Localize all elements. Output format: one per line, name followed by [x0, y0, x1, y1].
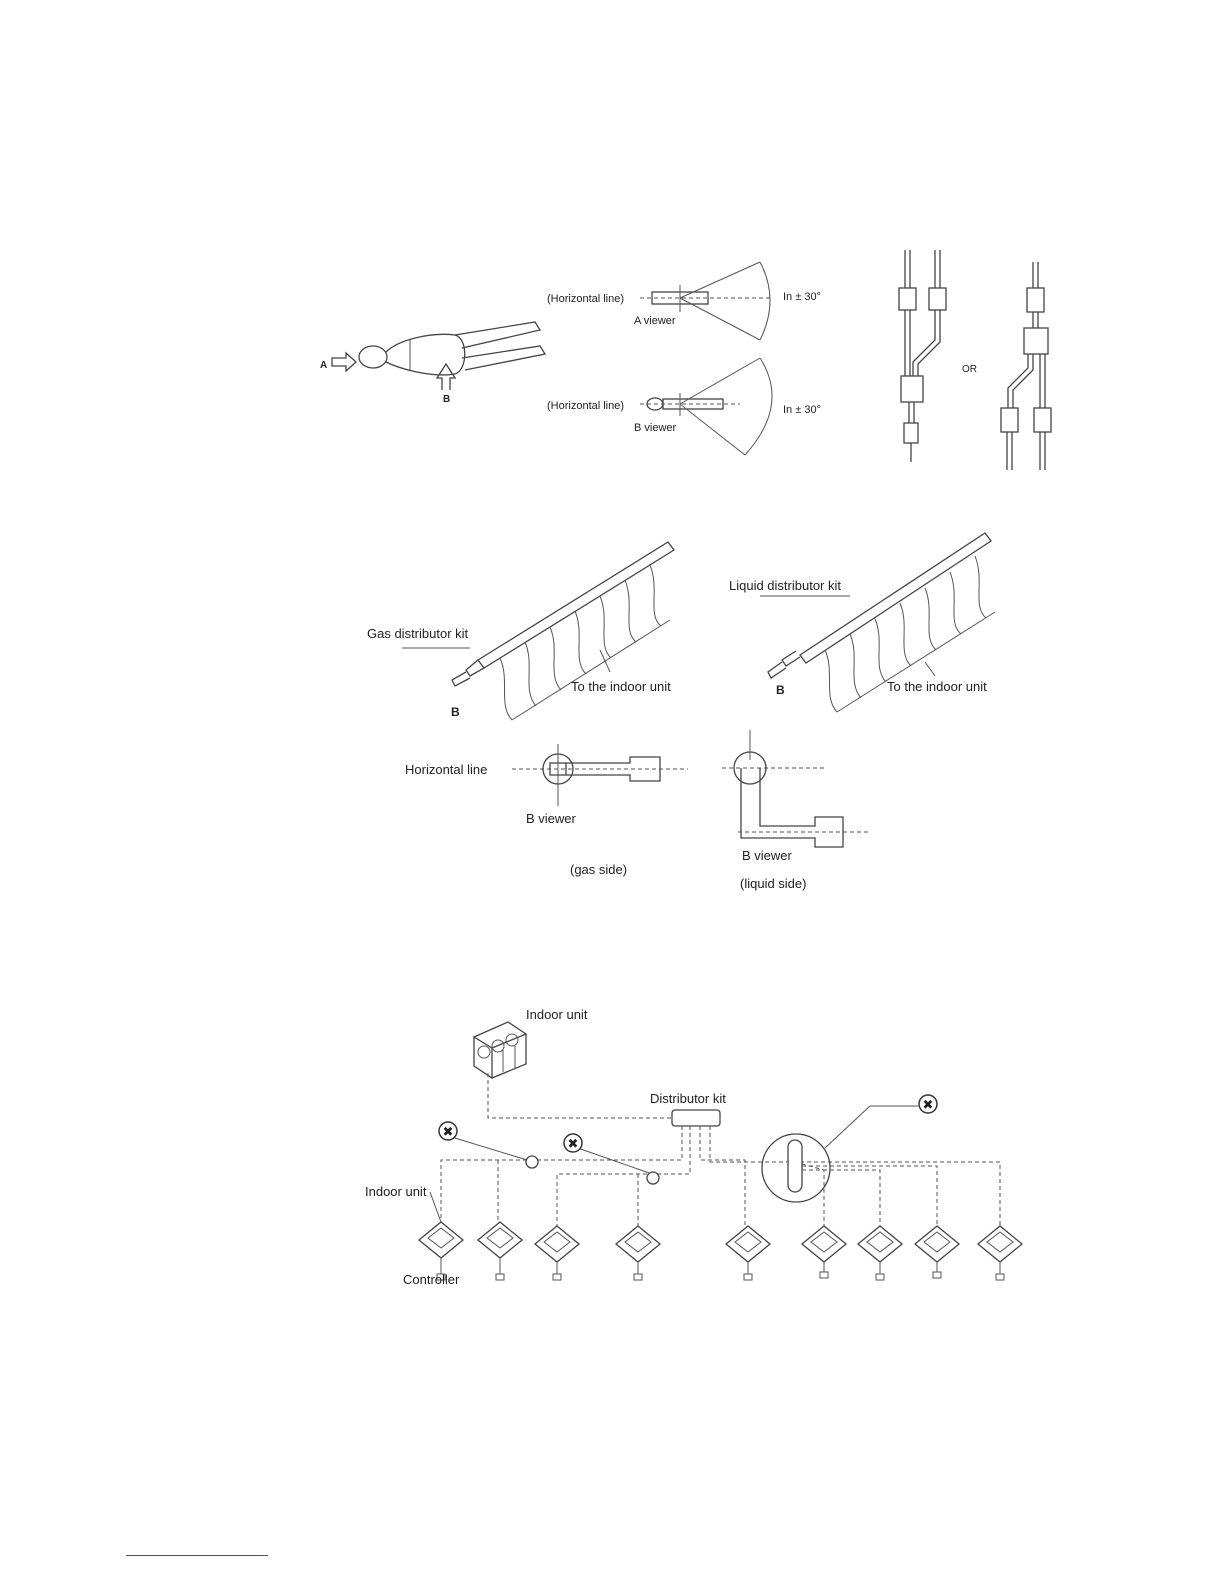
cassette-unit [616, 1226, 660, 1280]
gas-kit-inlet-arrow-icon [452, 672, 470, 686]
distributor-kit: Distributor kit [488, 1073, 726, 1126]
svg-text:✖: ✖ [443, 1124, 454, 1139]
gas-b-viewer-label: B viewer [526, 811, 577, 826]
liquid-b-viewer-label: B viewer [742, 848, 793, 863]
svg-text:✖: ✖ [568, 1136, 579, 1151]
a-horizontal-line-label: (Horizontal line) [547, 293, 624, 305]
figure-2-distributor-kits: Gas distributor kit To the indoor unit B… [367, 533, 995, 891]
cassette-unit [858, 1226, 902, 1280]
gas-distributor-kit: Gas distributor kit To the indoor unit B [367, 542, 674, 720]
label-b: B [443, 394, 450, 405]
cassette-unit [802, 1226, 846, 1278]
gas-side-b-viewer: Horizontal line B viewer (gas side) [405, 744, 688, 877]
vertical-branch-option-1 [899, 250, 946, 462]
b-viewer-view: (Horizontal line) B viewer In ± 30° [547, 358, 821, 455]
prohibited-icon: ✖ [919, 1095, 937, 1113]
cassette-unit [726, 1226, 770, 1280]
arrow-b-icon [437, 364, 455, 390]
gas-label-b: B [451, 705, 460, 719]
cassette-unit [478, 1222, 522, 1280]
b-viewer-label: B viewer [634, 422, 677, 434]
indoor-unit-block: Indoor unit [474, 1007, 588, 1078]
cassette-unit [535, 1226, 579, 1280]
a-angle-label: In ± 30° [783, 291, 821, 303]
a-viewer-view: (Horizontal line) A viewer In ± 30° [547, 262, 821, 340]
header-branch [762, 1134, 830, 1202]
cassette-unit [978, 1226, 1022, 1280]
liquid-side-label: (liquid side) [740, 876, 806, 891]
gas-side-label: (gas side) [570, 862, 627, 877]
b-angle-label: In ± 30° [783, 404, 821, 416]
liquid-to-indoor-label: To the indoor unit [887, 679, 987, 694]
svg-text:✖: ✖ [923, 1097, 934, 1112]
arrow-a-icon [332, 353, 356, 371]
liquid-label-b: B [776, 683, 785, 697]
gas-horizontal-line-label: Horizontal line [405, 762, 487, 777]
gas-kit-label: Gas distributor kit [367, 626, 469, 641]
gas-to-indoor-label: To the indoor unit [571, 679, 671, 694]
figure-1-branch-angle: A B (Horizontal line) A viewer In ± 30° … [320, 250, 1051, 470]
liquid-kit-inlet-arrow-icon [768, 662, 786, 678]
b-horizontal-line-label: (Horizontal line) [547, 400, 624, 412]
branch-pipe-perspective: A B [320, 322, 545, 405]
indoor-unit-left-label: Indoor unit [365, 1184, 427, 1199]
cassette-unit [915, 1226, 959, 1278]
label-a: A [320, 360, 327, 371]
controller-label: Controller [403, 1272, 460, 1287]
or-label: OR [962, 364, 977, 375]
liquid-side-b-viewer: B viewer (liquid side) [722, 730, 870, 891]
distributor-kit-label: Distributor kit [650, 1091, 726, 1106]
liquid-distributor-kit: Liquid distributor kit To the indoor uni… [729, 533, 995, 712]
figure-3-system-layout: Indoor unit Distributor kit [365, 1007, 1022, 1287]
indoor-unit-top-label: Indoor unit [526, 1007, 588, 1022]
footer-rule [126, 1555, 268, 1556]
pipe-bulb [359, 346, 387, 368]
prohibited-icon: ✖ [564, 1134, 582, 1152]
a-viewer-label: A viewer [634, 315, 676, 327]
branch-joint-1 [526, 1156, 538, 1168]
prohibited-icon: ✖ [439, 1122, 457, 1140]
branch-joint-2 [647, 1172, 659, 1184]
vertical-branch-option-2 [1001, 262, 1051, 470]
liquid-kit-label: Liquid distributor kit [729, 578, 841, 593]
